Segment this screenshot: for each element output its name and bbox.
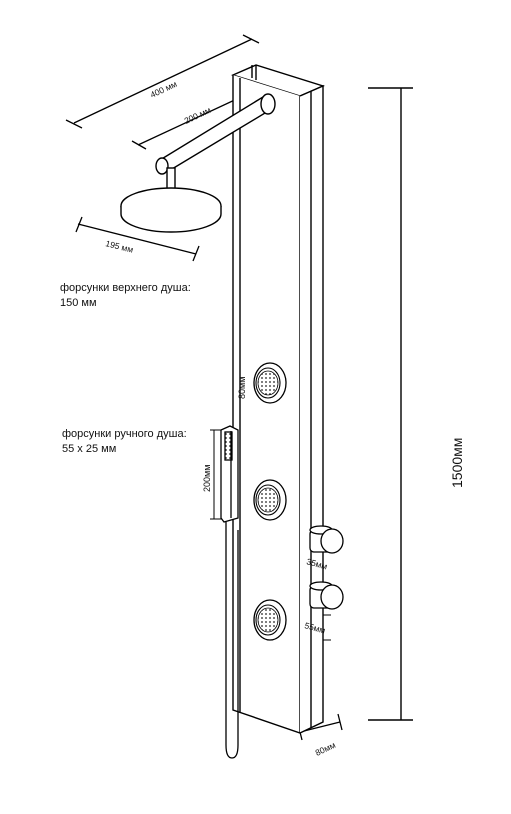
overhead-shower [120,93,276,233]
label-jet-80mm: 80мм [237,377,247,399]
hand-nozzles-note: форсунки ручного душа: 55 x 25 мм [62,427,187,457]
label-195mm: 195 мм [105,238,135,255]
body-jet-1 [253,362,287,404]
label-200mm: 200 мм [183,105,213,126]
top-nozzles-line2: 150 мм [60,297,97,309]
body-jet-2 [253,479,287,521]
dimension-400 [65,34,260,129]
dimension-195 [75,216,200,262]
label-400mm: 400 мм [149,79,179,100]
label-1500mm: 1500мм [449,438,465,488]
valve-lower [309,581,344,610]
label-hand-200mm: 200мм [202,465,212,492]
hand-shower [220,425,239,523]
hand-nozzles-line2: 55 x 25 мм [62,443,117,455]
label-depth-80mm: 80мм [314,740,338,758]
top-nozzles-note: форсунки верхнего душа: 150 мм [60,281,191,311]
shower-panel [230,64,326,734]
dimension-1500 [368,87,413,721]
top-nozzles-line1: форсунки верхнего душа: [60,282,191,294]
body-jet-3 [253,599,287,641]
valve-upper [309,525,344,554]
hand-nozzles-line1: форсунки ручного душа: [62,428,187,440]
shower-hose [225,522,239,759]
